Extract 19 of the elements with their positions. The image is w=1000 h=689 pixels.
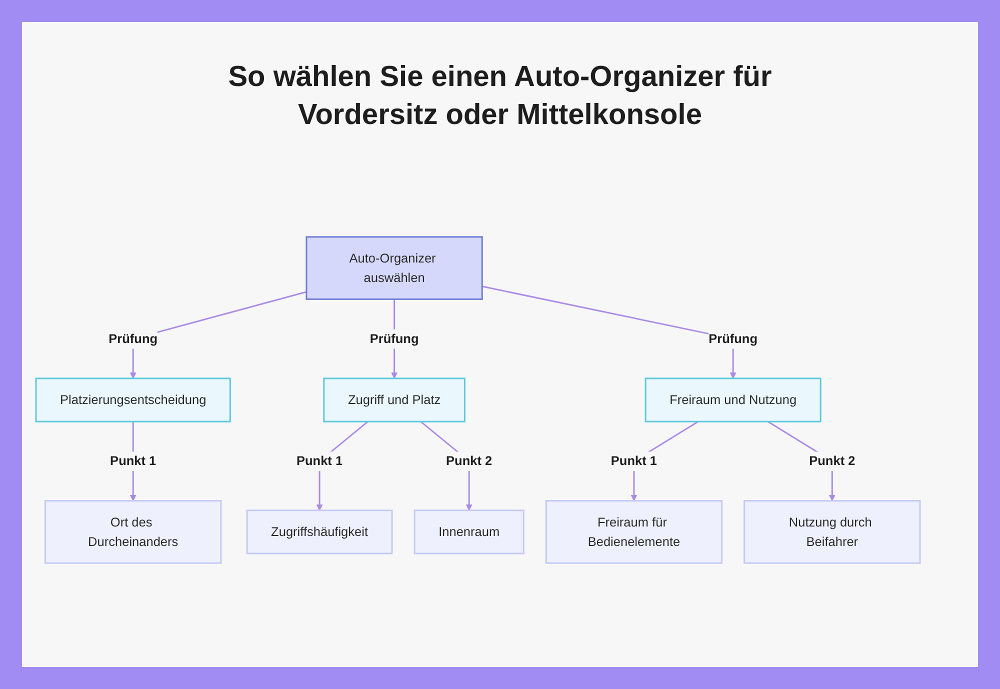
- edge-label: Prüfung: [370, 332, 419, 346]
- arrow: [482, 286, 736, 379]
- edge-label: Punkt 1: [110, 454, 156, 468]
- edge-label: Punkt 1: [296, 454, 343, 468]
- edge-label: Prüfung: [708, 332, 758, 346]
- edge-label: Punkt 2: [809, 454, 856, 468]
- node-box: Innenraum: [414, 510, 524, 554]
- node-box: Freiraum und Nutzung: [644, 378, 822, 422]
- diagram-title: So wählen Sie einen Auto-Organizer für Vordersitz oder Mittelkonsole: [227, 60, 773, 133]
- node-box: Zugriff und Platz: [323, 378, 466, 422]
- edge-label: Punkt 1: [610, 454, 658, 468]
- node-box: Platzierungsentscheidung: [35, 378, 231, 422]
- node-box: Freiraum für Bedienelemente: [545, 500, 723, 564]
- node-box: Ort des Durcheinanders: [44, 500, 222, 564]
- node-box: Nutzung durch Beifahrer: [744, 500, 921, 564]
- edge-label: Punkt 2: [446, 454, 492, 468]
- node-box: Auto-Organizer auswählen: [306, 236, 483, 300]
- edge-label: Prüfung: [108, 332, 158, 346]
- node-box: Zugriffshäufigkeit: [246, 510, 393, 554]
